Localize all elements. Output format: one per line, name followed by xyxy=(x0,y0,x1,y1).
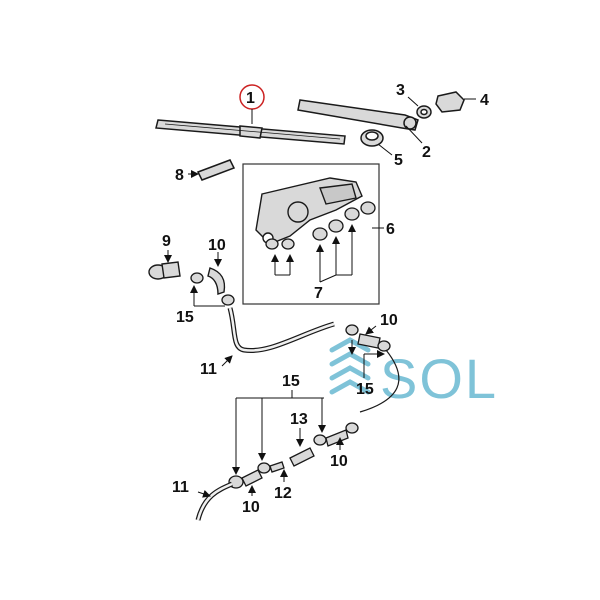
callout-15-right: 15 xyxy=(356,381,374,398)
callout-8: 8 xyxy=(175,167,184,184)
motor-assembly-box xyxy=(242,163,380,305)
callout-15-upper-leaders xyxy=(190,285,225,307)
callout-15-lower: 15 xyxy=(282,373,300,390)
grommet-part xyxy=(360,129,384,147)
sol-logo-mark-icon xyxy=(329,337,371,395)
callout-2: 2 xyxy=(422,144,431,161)
washer-hose-thin-part xyxy=(359,349,400,413)
washer-hose-lower-core xyxy=(196,482,233,521)
callout-11-upper: 11 xyxy=(200,361,217,378)
sol-watermark-text: SOL xyxy=(380,347,498,410)
hose-connector-right-part xyxy=(345,324,391,352)
callout-1: 1 xyxy=(246,90,255,107)
washer-hose-upper-core xyxy=(228,307,335,352)
nut-part xyxy=(416,105,432,119)
sol-logo: SOL xyxy=(329,337,498,410)
washer-hose-lower-part xyxy=(195,481,233,521)
callout-15-right-leaders xyxy=(348,340,385,378)
callout-11-lower: 11 xyxy=(172,479,189,496)
callout-4: 4 xyxy=(480,92,489,109)
callout-13: 13 xyxy=(290,411,308,428)
callout-3: 3 xyxy=(396,82,405,99)
hose-clamp-upper-part xyxy=(190,272,235,306)
wiper-arm-part xyxy=(297,99,419,131)
callout-12: 12 xyxy=(274,485,292,502)
callout-6: 6 xyxy=(386,221,395,238)
bushings-part xyxy=(265,201,376,250)
callout-7: 7 xyxy=(314,285,323,302)
washer-pump-part xyxy=(148,261,181,280)
callout-10-upper: 10 xyxy=(208,237,226,254)
cap-part xyxy=(435,91,465,113)
callout-15-lower-leaders xyxy=(232,390,326,475)
callout-10-lower-right: 10 xyxy=(330,453,348,470)
callout-7-leaders xyxy=(271,224,356,283)
washer-nozzle-part xyxy=(196,159,236,181)
callout-10-lower-left: 10 xyxy=(242,499,260,516)
callout-10-right: 10 xyxy=(380,312,398,329)
callout-5: 5 xyxy=(394,152,403,169)
hose-elbow-part xyxy=(207,267,226,295)
callout-15-upper: 15 xyxy=(176,309,194,326)
wiper-blade-part xyxy=(155,119,346,145)
callout-9: 9 xyxy=(162,233,171,250)
